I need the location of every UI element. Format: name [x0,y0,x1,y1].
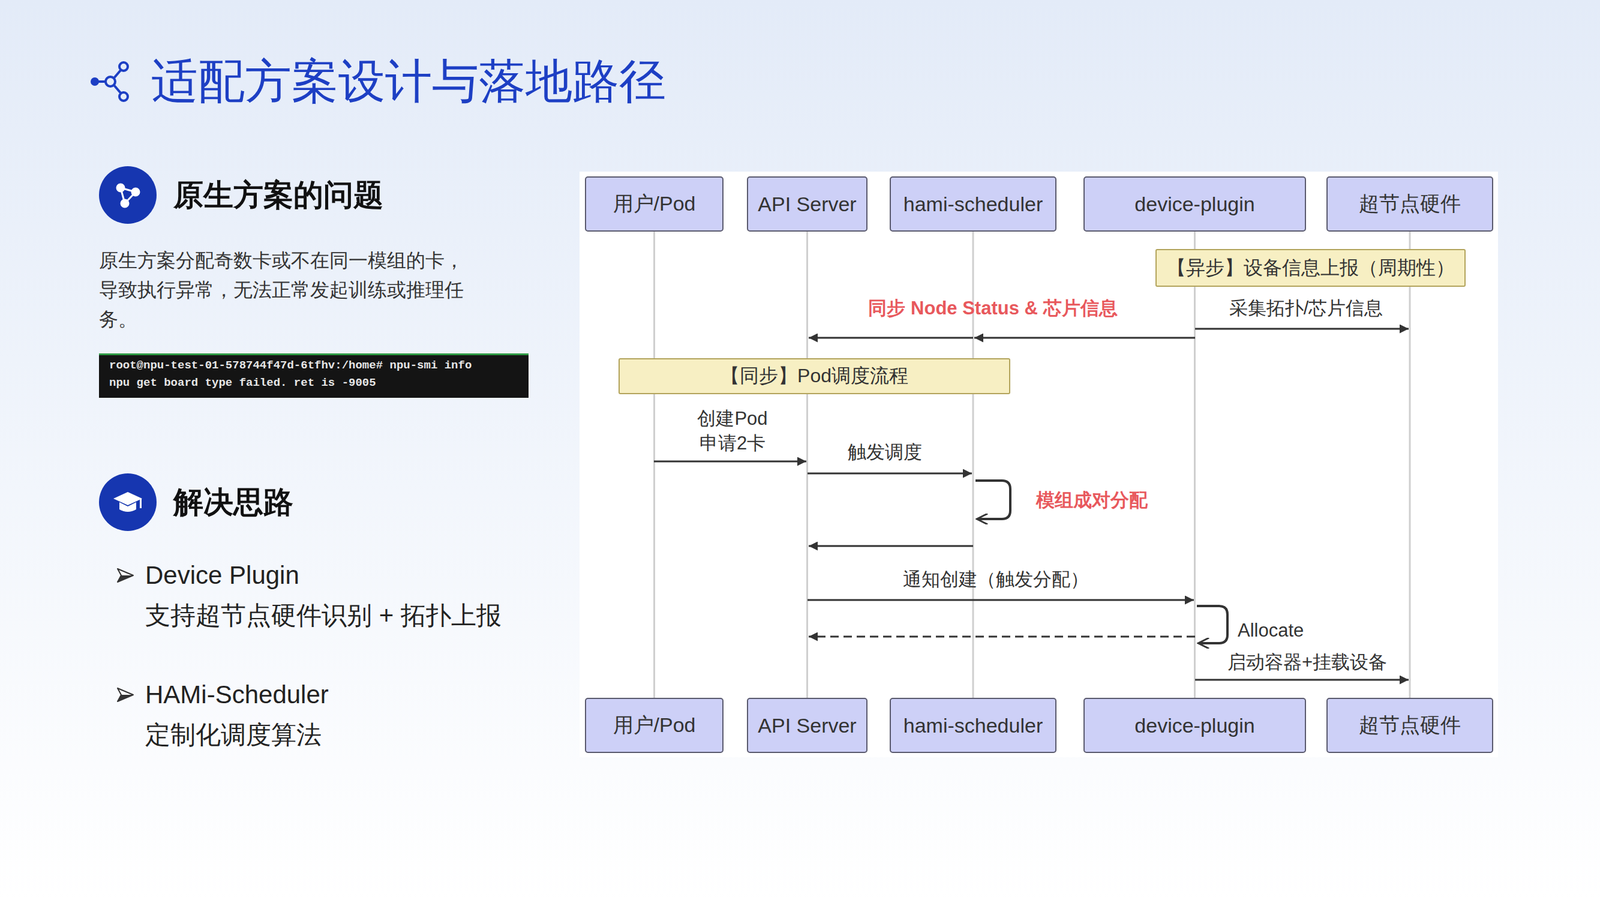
bullet-text: 支持超节点硬件识别 + 拓扑上报 [145,598,502,633]
message-label: 通知创建（触发分配） [902,566,1089,593]
bullet-title: Device Plugin [145,560,300,590]
participant-box: API Server [746,697,868,753]
body-text: 原生方案分配奇数卡或不在同一模组的卡，导致执行异常，无法正常发起训练或推理任务。 [98,245,479,335]
message-arrow [1195,328,1409,330]
icon-node [119,92,128,101]
participant-name: 超节点硬件 [1358,711,1461,740]
lifeline [1193,231,1196,698]
glyph-dot [116,184,125,192]
participant-box: 用户/Pod [584,176,724,232]
icon-line [113,85,122,94]
participant-name: hami-scheduler [903,192,1043,216]
participant-box: API Server [746,176,868,232]
message-label: 采集拓扑/芯片信息 [1229,295,1384,321]
terminal-line: npu get board type failed. ret is -9005 [109,374,529,392]
network-glyph [116,184,140,207]
lifeline [1409,231,1412,698]
participant-name: 用户/Pod [613,711,696,740]
note-text: 【异步】设备信息上报（周期性） [1166,254,1455,282]
message-label: 创建Pod 申请2卡 [687,406,778,456]
participant-box: hami-scheduler [889,697,1057,753]
bullet-shade [117,575,134,582]
bullet-outline [117,568,134,582]
participant-box: hami-scheduler [889,176,1057,232]
self-loop-arrow [975,480,1011,519]
icon-node [119,62,128,71]
bullet-title: HAMi-Scheduler [145,680,329,710]
participant-name: 用户/Pod [613,190,696,218]
message-label: 触发调度 [847,439,923,465]
cap-base [119,502,137,512]
note-text: 【同步】Pod调度流程 [720,362,909,390]
icon-dot [91,78,98,85]
participant-box: 用户/Pod [584,697,724,753]
message-arrow [808,337,974,339]
bullet-text: 定制化调度算法 [145,718,322,752]
lifeline [653,231,656,698]
participant-box: device-plugin [1083,176,1307,232]
message-arrow [974,337,1196,339]
self-loop-arrow [1196,605,1228,644]
participant-box: 超节点硬件 [1326,697,1494,753]
message-arrow [653,460,807,463]
terminal-line: root@npu-test-01-578744f47d-6tfhv:/home#… [109,356,529,375]
message-label: 同步 Node Status & 芯片信息 [868,295,1118,321]
message-arrow [807,599,1194,602]
bullet-marker [117,688,134,702]
cap-glyph [113,491,143,512]
diagram-panel [579,171,1499,758]
message-label: 模组成对分配 [1036,487,1148,513]
bullet-shade [117,694,134,702]
participant-name: 超节点硬件 [1358,190,1461,218]
message-arrow [807,472,972,475]
heading-icon [98,166,157,224]
bullet-marker [117,568,134,582]
icon-line [113,69,122,78]
message-arrows [653,328,1409,680]
section-heading: 解决思路 [173,482,294,523]
page-title: 适配方案设计与落地路径 [151,50,666,114]
bullet-outline [117,688,134,702]
participant-name: hami-scheduler [903,713,1043,738]
lifeline [806,231,809,698]
icon-node [105,76,116,87]
participant-box: device-plugin [1083,697,1307,753]
message-arrow [808,545,974,548]
message-label: 启动容器+挂载设备 [1227,649,1388,675]
title-icon [91,62,128,101]
message-arrow [1195,679,1409,681]
cap-top [113,491,143,506]
participant-name: API Server [757,192,857,216]
glyph-dot [121,199,129,207]
note-band: 【异步】设备信息上报（周期性） [1155,248,1466,287]
section-heading: 原生方案的问题 [173,175,384,216]
participant-name: device-plugin [1134,713,1255,738]
return-arrow [808,635,1196,638]
terminal-screenshot: root@npu-test-01-578744f47d-6tfhv:/home#… [98,353,529,398]
glyph-dot [131,188,140,196]
participant-name: API Server [757,713,857,738]
cap-tassel [139,498,142,509]
note-band: 【同步】Pod调度流程 [618,358,1011,395]
participant-name: device-plugin [1134,192,1255,216]
participant-box: 超节点硬件 [1326,176,1494,232]
message-label: Allocate [1237,619,1304,642]
heading-icon [98,473,157,531]
